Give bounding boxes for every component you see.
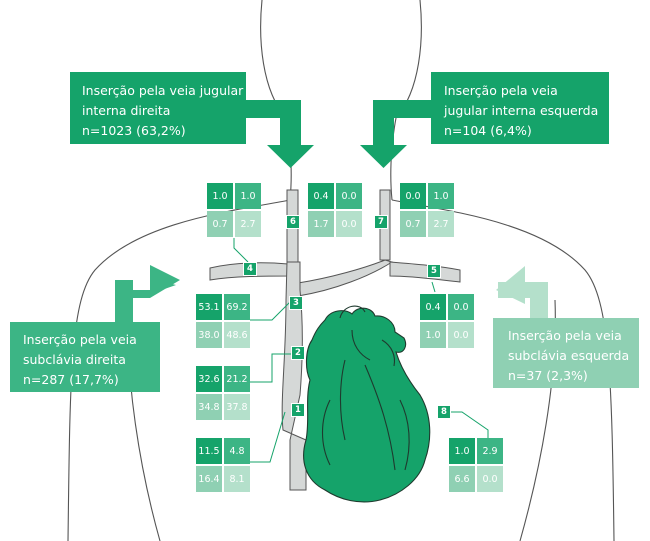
grid-cell: 0.0 [336,183,362,209]
grid-cell: 8.1 [224,466,250,492]
label-subclavian-left: Inserção pela veia subclávia esquerda n=… [493,318,639,388]
arrow-subclavian-right [115,265,180,322]
label-jugular-left: Inserção pela veia jugular interna esque… [431,72,609,144]
label-jugular-left-line3: n=104 (6,4%) [444,123,532,138]
label-subclavian-right-line2: subclávia direita [23,352,126,367]
grid-cell: 38.0 [196,322,222,348]
grid-cell: 2.7 [235,211,261,237]
grid-cell: 1.0 [207,183,233,209]
data-grid-8: 1.0 2.9 6.6 0.0 [449,438,503,492]
label-jugular-right: Inserção pela veia jugular interna direi… [70,72,246,144]
data-grid-1: 11.5 4.8 16.4 8.1 [196,438,250,492]
label-subclavian-right-line1: Inserção pela veia [23,332,137,347]
grid-cell: 16.4 [196,466,222,492]
grid-cell: 34.8 [196,394,222,420]
label-jugular-right-line1: Inserção pela veia jugular [82,83,244,98]
grid-cell: 1.0 [428,183,454,209]
leader-lines [233,238,489,463]
arrow-subclavian-left [496,266,548,320]
marker-1: 1 [291,403,305,417]
marker-3: 3 [289,296,303,310]
grid-cell: 2.9 [477,438,503,464]
grid-cell: 32.6 [196,366,222,392]
heart-illustration [303,305,431,503]
grid-cell: 2.7 [428,211,454,237]
grid-cell: 0.4 [420,294,446,320]
grid-cell: 48.6 [224,322,250,348]
grid-cell: 0.4 [308,183,334,209]
label-subclavian-left-line3: n=37 (2,3%) [508,368,588,383]
marker-8: 8 [437,405,451,419]
label-subclavian-right-line3: n=287 (17,7%) [23,372,119,387]
grid-cell: 0.0 [448,294,474,320]
label-jugular-right-line3: n=1023 (63,2%) [82,123,186,138]
marker-6: 6 [286,215,300,229]
grid-cell: 4.8 [224,438,250,464]
arrow-jugular-left [360,100,432,168]
grid-cell: 1.7 [308,211,334,237]
label-jugular-left-line1: Inserção pela veia [444,83,558,98]
grid-cell: 6.6 [449,466,475,492]
label-jugular-right-line2: interna direita [82,103,171,118]
label-subclavian-left-line2: subclávia esquerda [508,348,630,363]
grid-cell: 0.0 [448,322,474,348]
data-grid-6b: 0.4 0.0 1.7 0.0 [308,183,362,237]
grid-cell: 1.0 [235,183,261,209]
grid-cell: 0.0 [477,466,503,492]
marker-5: 5 [427,264,441,278]
grid-cell: 11.5 [196,438,222,464]
marker-4: 4 [243,262,257,276]
grid-cell: 37.8 [224,394,250,420]
grid-cell: 0.0 [400,183,426,209]
vein-network [209,189,461,491]
data-grid-5: 0.4 0.0 1.0 0.0 [420,294,474,348]
marker-7: 7 [374,215,388,229]
label-jugular-left-line2: jugular interna esquerda [444,103,599,118]
data-grid-2: 32.6 21.2 34.8 37.8 [196,366,250,420]
grid-cell: 1.0 [420,322,446,348]
grid-cell: 1.0 [449,438,475,464]
label-subclavian-right: Inserção pela veia subclávia direita n=2… [10,322,160,392]
grid-cell: 0.7 [207,211,233,237]
data-grid-6a: 1.0 1.0 0.7 2.7 [207,183,261,237]
marker-2: 2 [291,346,305,360]
grid-cell: 21.2 [224,366,250,392]
grid-cell: 0.7 [400,211,426,237]
grid-cell: 0.0 [336,211,362,237]
grid-cell: 69.2 [224,294,250,320]
grid-cell: 53.1 [196,294,222,320]
data-grid-3: 53.1 69.2 38.0 48.6 [196,294,250,348]
label-subclavian-left-line1: Inserção pela veia [508,328,622,343]
arrow-jugular-right [240,100,314,168]
data-grid-7: 0.0 1.0 0.7 2.7 [400,183,454,237]
